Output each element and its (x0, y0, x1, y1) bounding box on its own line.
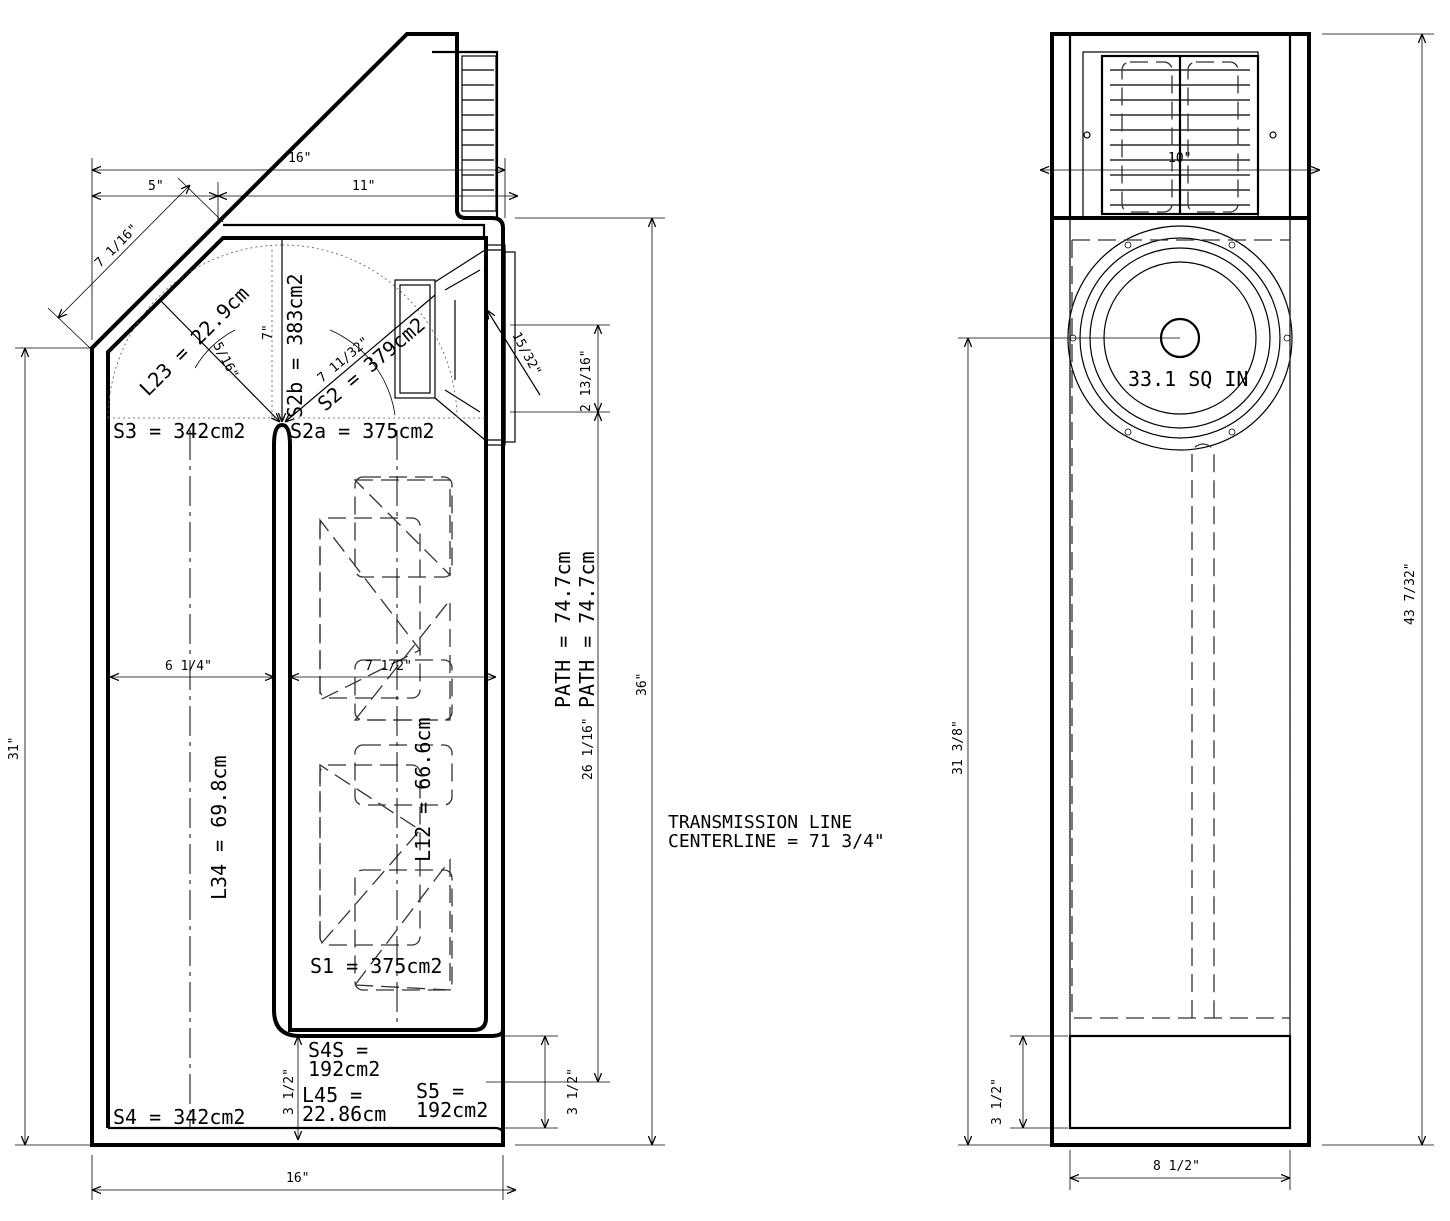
dim-11: 11" (352, 179, 375, 194)
inner-angled-wall (106, 236, 505, 1128)
tweeter-horn (461, 55, 497, 212)
front-tweeter-fins (1110, 69, 1250, 206)
s2-vector (285, 294, 436, 422)
dim-15-32: 15/32" (508, 330, 543, 379)
side-view: 16" 5" 11" 7 1/16" 31" 6 1/4" 7 1/2" 36"… (7, 32, 665, 1200)
label-s1: S1 = 375cm2 (310, 954, 442, 978)
label-s5-1: S5 = (416, 1079, 464, 1103)
dim-31: 31" (7, 737, 22, 760)
dim-7: 7" (261, 324, 276, 340)
inner-top-shelf (223, 223, 486, 238)
tweeter-box (432, 50, 499, 218)
dim-front-3-1-2: 3 1/2" (990, 1078, 1005, 1125)
dim-26-1-16: 26 1/16" (581, 717, 596, 780)
label-l23: L23 = 22.9cm (135, 281, 254, 400)
label-path-2: PATH = 74.7cm (575, 551, 599, 708)
transmission-line-note: TRANSMISSION LINE CENTERLINE = 71 3/4" (668, 812, 885, 852)
label-path-1: PATH = 74.7cm (551, 551, 575, 708)
dim-3-1-2-right: 3 1/2" (566, 1068, 581, 1115)
note-line-2: CENTERLINE = 71 3/4" (668, 831, 885, 852)
dim-front-10: 10" (1168, 151, 1191, 166)
dim-2-13-16: 2 13/16" (579, 349, 594, 412)
dim-7-1-2: 7 1/2" (365, 659, 412, 674)
dim-6-1-4: 6 1/4" (165, 659, 212, 674)
label-cone-area: 33.1 SQ IN (1128, 367, 1248, 391)
label-l12: L12 = 66.6cm (411, 718, 435, 863)
label-l45-1: L45 = (302, 1083, 362, 1107)
dim-5-16: 5/16" (209, 340, 241, 382)
front-view: 10" 31 3/8" 43 7/32" 3 1/2" 8 1/2" 33.1 … (951, 32, 1434, 1190)
label-s3: S3 = 342cm2 (113, 419, 245, 443)
label-s4: S4 = 342cm2 (113, 1105, 245, 1129)
dim-front-8-1-2: 8 1/2" (1153, 1159, 1200, 1174)
front-bottom-block (1068, 1034, 1292, 1130)
note-line-1: TRANSMISSION LINE (668, 812, 852, 833)
tweeter-fins (462, 69, 494, 191)
label-l45-2: 22.86cm (302, 1102, 386, 1126)
front-tweeter-plate (1082, 51, 1259, 219)
dim-top-16: 16" (288, 151, 311, 166)
label-s4s-1: S4S = (308, 1038, 368, 1062)
dim-36: 36" (635, 673, 650, 696)
label-s2b: S2b = 383cm2 (283, 274, 307, 419)
dim-7-1-16: 7 1/16" (92, 221, 141, 270)
dim-front-43-7-32: 43 7/32" (1403, 562, 1418, 625)
construction-arc-right (281, 244, 458, 419)
dim-5: 5" (148, 179, 164, 194)
damping-panels (319, 476, 453, 991)
dim-front-31-3-8: 31 3/8" (951, 720, 966, 775)
dim-bottom-16: 16" (286, 1171, 309, 1186)
side-outer-outline (90, 32, 505, 1147)
mid-driver-side (394, 244, 516, 446)
label-s5-2: 192cm2 (416, 1098, 488, 1122)
label-s2a: S2a = 375cm2 (290, 419, 435, 443)
dim-3-1-2-inner: 3 1/2" (282, 1068, 297, 1115)
label-l34: L34 = 69.8cm (207, 756, 231, 901)
l23-vector (159, 299, 280, 422)
bottom-shelf (108, 1126, 505, 1136)
front-outer (1050, 32, 1311, 1147)
label-s4s-2: 192cm2 (308, 1057, 380, 1081)
